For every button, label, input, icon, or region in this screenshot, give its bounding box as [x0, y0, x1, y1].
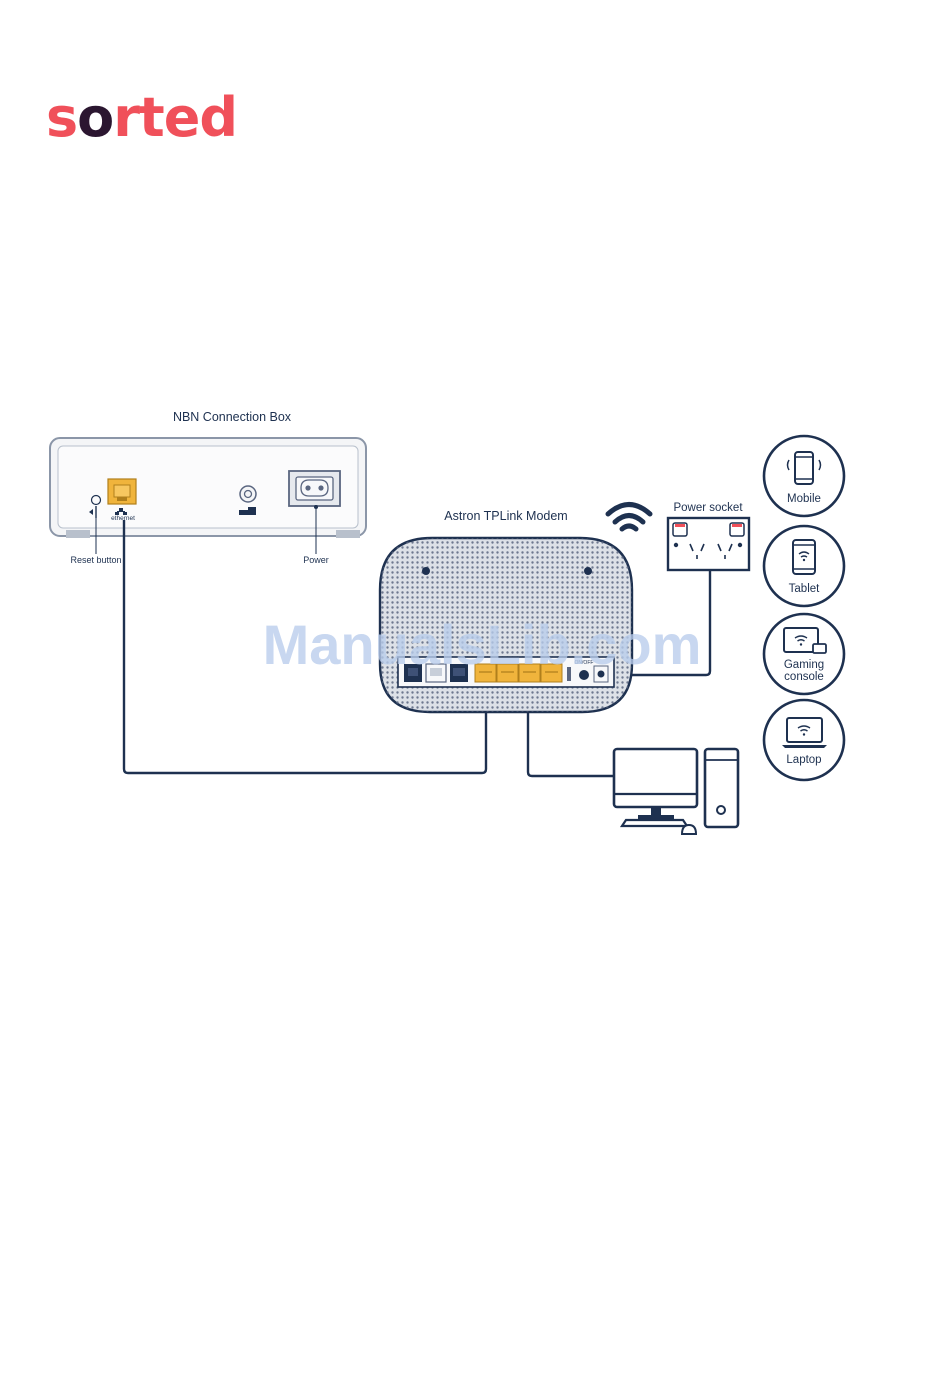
sorted-logo: sorted: [46, 86, 237, 149]
device-tablet-label: Tablet: [789, 583, 820, 595]
nbn-connection-box: ethernet: [50, 438, 366, 538]
device-gaming-label-1: Gaming: [784, 659, 824, 671]
nbn-box-title: NBN Connection Box: [173, 410, 292, 424]
power-socket-title: Power socket: [673, 502, 743, 514]
device-mobile-label: Mobile: [787, 493, 821, 505]
power-socket-icon: [668, 518, 749, 570]
nbn-power-label: Power: [303, 555, 329, 565]
device-gaming-label-2: console: [784, 671, 824, 683]
manualslib-watermark: ManualsLib.com: [263, 613, 702, 676]
logo-rted: rted: [113, 86, 237, 149]
modem-title: Astron TPLink Modem: [444, 509, 567, 523]
device-mobile: Mobile: [764, 436, 844, 516]
logo-s: s: [46, 86, 77, 149]
nbn-ethernet-port: [108, 479, 136, 504]
wifi-icon: [608, 505, 650, 530]
nbn-power-port: [289, 471, 340, 506]
device-laptop: Laptop: [764, 700, 844, 780]
desktop-computer-icon: [614, 749, 738, 834]
device-tablet: Tablet: [764, 526, 844, 606]
tablet-icon: [793, 540, 815, 574]
logo-o: o: [77, 86, 113, 149]
device-laptop-label: Laptop: [786, 754, 821, 766]
device-gaming-console: Gaming console: [764, 614, 844, 694]
reset-button-label: Reset button: [70, 555, 121, 565]
